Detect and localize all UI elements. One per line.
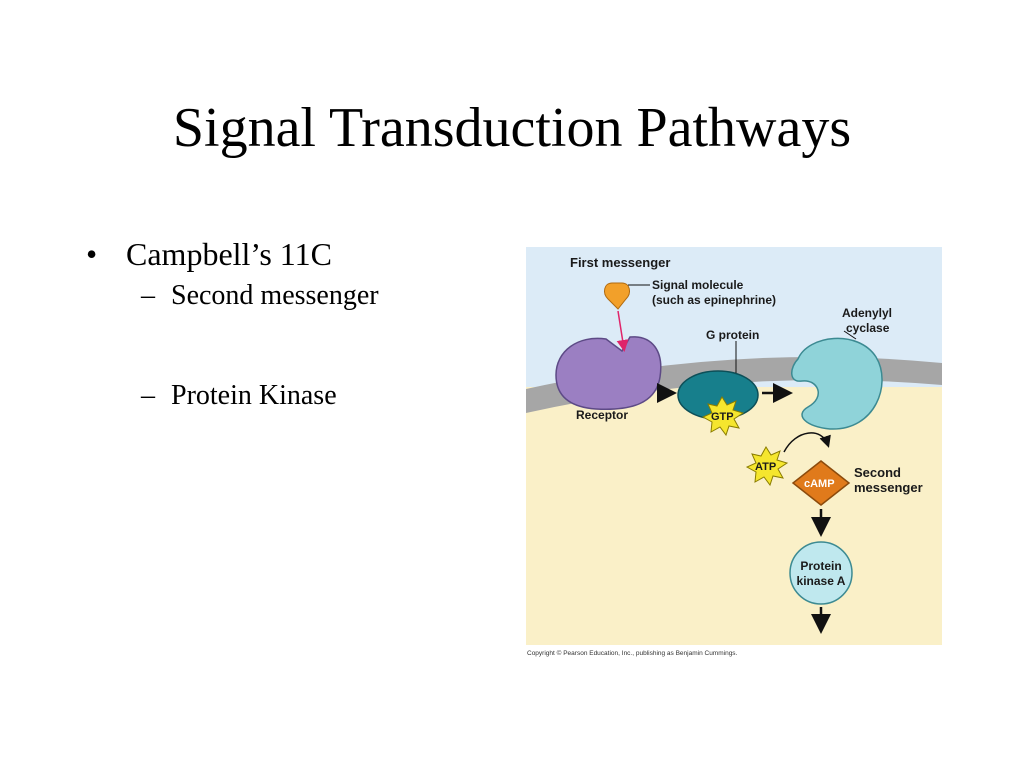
sub-bullet-text: Protein Kinase: [171, 380, 337, 411]
atp-to-camp-arrow: [783, 432, 831, 453]
adenylyl-cyclase-sublabel: cyclase: [846, 321, 890, 335]
bullet-list: •Campbell’s 11C –Second messenger –Prote…: [86, 232, 516, 416]
protein-kinase-sublabel: kinase A: [797, 574, 846, 588]
bullet-text: Campbell’s 11C: [126, 236, 332, 272]
slide-title: Signal Transduction Pathways: [172, 97, 852, 159]
dash-icon: –: [141, 380, 155, 411]
sub-bullet-item: –Protein Kinase: [141, 376, 516, 416]
g-protein-label: G protein: [706, 328, 759, 342]
atp-label: ATP: [755, 461, 776, 473]
signal-molecule-sublabel: (such as epinephrine): [652, 293, 776, 307]
sub-bullet-text: Second messenger: [171, 280, 379, 311]
camp-label: cAMP: [804, 478, 835, 490]
receptor-label: Receptor: [576, 408, 628, 422]
atp-badge: [745, 446, 789, 487]
second-messenger-label: Second: [854, 465, 901, 480]
copyright-notice: Copyright © Pearson Education, Inc., pub…: [527, 650, 738, 657]
cytoplasm: [526, 387, 942, 645]
bullet-dot-icon: •: [86, 236, 98, 272]
second-messenger-sublabel: messenger: [854, 480, 923, 495]
dash-icon: –: [141, 280, 155, 311]
adenylyl-cyclase: [791, 337, 883, 430]
protein-kinase-a: [789, 541, 853, 605]
bullet-item: • Campbell’s 11C: [86, 232, 516, 276]
signal-pathway-figure: First messenger Signal molecule (such as…: [526, 247, 942, 645]
signal-molecule: [604, 282, 630, 310]
pathway-diagram: First messenger Signal molecule (such as…: [526, 247, 942, 645]
first-messenger-label: First messenger: [570, 255, 670, 270]
receptor-protein: [555, 336, 662, 411]
protein-kinase-label: Protein: [800, 559, 841, 573]
gtp-badge: [701, 396, 745, 437]
signal-molecule-label: Signal molecule: [652, 278, 744, 292]
camp-diamond: [791, 460, 851, 506]
adenylyl-leader: [843, 330, 857, 340]
adenylyl-cyclase-label: Adenylyl: [842, 306, 892, 320]
sub-bullet-item: –Second messenger: [141, 276, 516, 316]
binding-arrow: [616, 310, 629, 352]
gtp-label: GTP: [711, 411, 734, 423]
